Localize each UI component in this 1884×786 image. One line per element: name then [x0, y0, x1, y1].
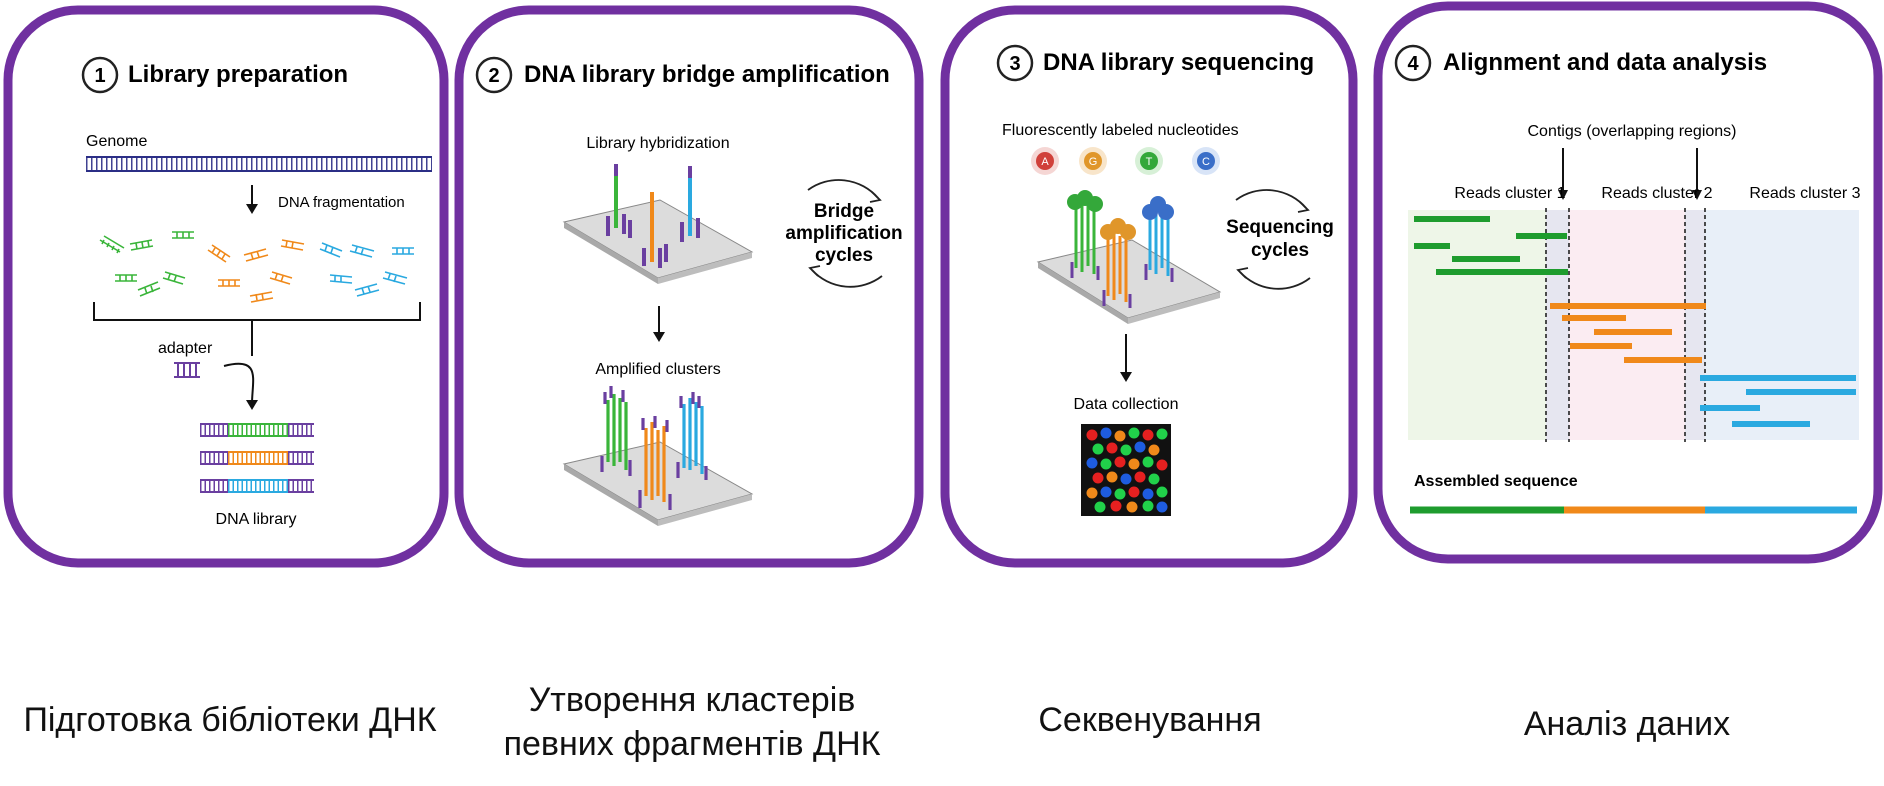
panel-frame: [454, 5, 924, 568]
base-g: G: [1089, 156, 1098, 168]
flow-cell-top: [562, 199, 754, 284]
cluster-2-label: Reads cluster 2: [1601, 185, 1712, 202]
ligation-arrow: [223, 320, 255, 405]
step-number-circle: [996, 44, 1034, 82]
panel-title: DNA library bridge amplification: [524, 61, 890, 88]
step-number-circle: [81, 56, 119, 94]
sequencing-clusters: [1070, 198, 1174, 308]
panel-title: Library preparation: [128, 61, 348, 88]
amplification-arrowhead: [653, 332, 665, 342]
nucleotides-label: Fluorescently labeled nucleotides: [1002, 122, 1239, 139]
panel-library-preparation: 1 Library preparation Genome DNA fragmen…: [3, 5, 449, 568]
clusters-label: Amplified clusters: [595, 361, 720, 378]
caption-bridge-amplification-line-1: Утворення кластерів: [528, 681, 856, 719]
adapter-label: adapter: [158, 340, 213, 357]
contig-arrowhead-2: [1692, 190, 1702, 200]
dna-library-strands: [200, 423, 314, 493]
step-number: 3: [1009, 53, 1020, 75]
fragmentation-arrowhead: [246, 204, 258, 214]
dna-library-label: DNA library: [216, 511, 297, 528]
step-number: 1: [94, 65, 105, 87]
caption-sequencing: Секвенування: [1038, 701, 1262, 739]
sequencing-label-2: cycles: [1251, 240, 1309, 261]
base-t: T: [1146, 156, 1153, 168]
panel-title: DNA library sequencing: [1043, 49, 1314, 76]
caption-library-preparation: Підготовка бібліотеки ДНК: [23, 701, 437, 739]
reads-cluster-1: [1414, 216, 1568, 275]
assembled-label: Assembled sequence: [1414, 473, 1578, 490]
bridge-label-1: Bridge: [814, 201, 874, 222]
panel-title: Alignment and data analysis: [1443, 49, 1767, 76]
genome-strand: [86, 156, 432, 172]
step-number-circle: [1394, 44, 1432, 82]
base-a: A: [1041, 156, 1049, 168]
adapter-icon: [174, 362, 200, 378]
bridge-label-2: amplification: [785, 223, 902, 244]
collection-arrowhead: [1120, 372, 1132, 382]
bridge-cycle-icon: [807, 179, 883, 288]
nucleotide-icons: A G T C: [1031, 147, 1220, 175]
panel-sequencing: 3 DNA library sequencing Fluorescently l…: [940, 5, 1358, 568]
panel-bridge-amplification: 2 DNA library bridge amplification Libra…: [454, 5, 924, 568]
step-number: 2: [488, 65, 499, 87]
data-collection-image: [1081, 424, 1171, 516]
contig-arrowhead-1: [1558, 190, 1568, 200]
hybridization-label: Library hybridization: [586, 135, 729, 152]
read-cluster-backgrounds: [1408, 210, 1859, 440]
step-number: 4: [1407, 53, 1419, 75]
hybridized-strands: [606, 164, 700, 268]
pooling-bracket: [93, 302, 421, 321]
amplified-clusters: [600, 386, 708, 510]
base-c: C: [1202, 156, 1210, 168]
overlap-boundaries: [1545, 208, 1706, 442]
step-number-circle: [475, 56, 513, 94]
collection-label: Data collection: [1074, 396, 1179, 413]
bridge-label-3: cycles: [815, 245, 873, 266]
ligation-arrowhead: [246, 400, 258, 410]
reads-cluster-3: [1700, 375, 1856, 427]
panel-alignment: 4 Alignment and data analysis Contigs (o…: [1373, 1, 1883, 564]
genome-label: Genome: [86, 133, 147, 150]
bound-nucleotides: [1067, 190, 1174, 240]
cluster-1-label: Reads cluster 1: [1454, 185, 1565, 202]
sequencing-label-1: Sequencing: [1226, 217, 1334, 238]
contigs-label: Contigs (overlapping regions): [1528, 123, 1737, 140]
dna-fragments: [99, 231, 414, 303]
fragmentation-label: DNA fragmentation: [278, 194, 405, 211]
cluster-3-label: Reads cluster 3: [1749, 185, 1860, 202]
caption-data-analysis: Аналіз даних: [1523, 705, 1731, 743]
caption-bridge-amplification-line-2: певних фрагментів ДНК: [503, 725, 881, 763]
reads-cluster-2: [1550, 303, 1706, 363]
sequencing-cycle-icon: [1235, 189, 1311, 290]
